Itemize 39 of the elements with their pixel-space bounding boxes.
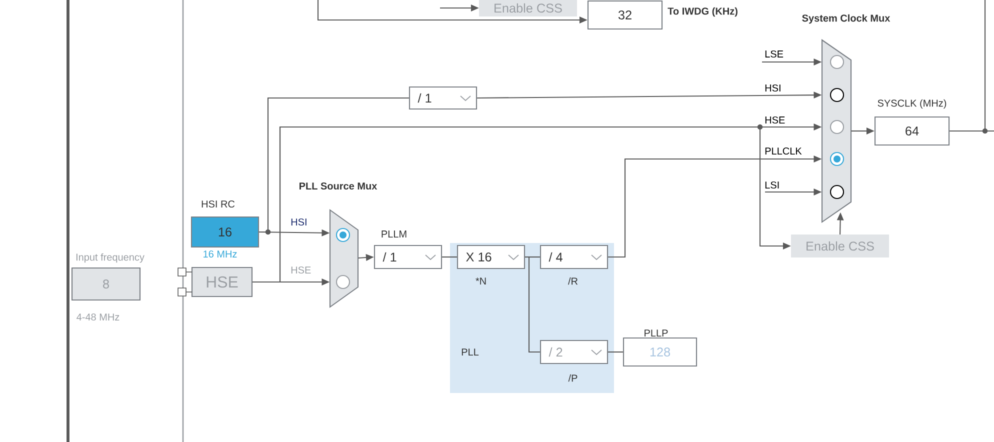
field-label: PLLP <box>644 330 668 336</box>
edge-label: LSI <box>763 180 781 190</box>
oscillator-box: HSE <box>178 266 253 298</box>
dropdown: / 2 <box>540 340 608 364</box>
edge-label: PLLCLK <box>763 146 804 156</box>
field-label: PLL <box>462 348 479 356</box>
button: Enable CSS <box>478 0 578 17</box>
dropdown: / 1 <box>374 244 442 270</box>
field-label: Input frequency <box>76 253 144 263</box>
value-box: 32 <box>587 0 663 30</box>
dropdown: X 16 <box>456 244 526 270</box>
node-label: 4-48 MHz <box>76 313 120 321</box>
value-box: 64 <box>874 116 950 146</box>
value-box: 128 <box>622 337 698 367</box>
value-box: 8 <box>71 267 141 301</box>
connector-line <box>608 351 623 353</box>
edge-label: HSI <box>289 217 309 227</box>
node-label: 16 MHz <box>204 250 237 258</box>
value-box: 16 <box>190 216 260 248</box>
node-label: To IWDG (KHz) <box>668 7 738 17</box>
edge-label: HSI <box>763 83 783 93</box>
field-label: PLLM <box>382 230 406 238</box>
title: PLL Source Mux <box>300 182 378 190</box>
connector-line <box>525 256 540 353</box>
connector-line <box>950 130 994 132</box>
dropdown: / 1 <box>408 86 478 110</box>
field-label: SYSCLK (MHz) <box>878 99 946 109</box>
edge-label: HSE <box>763 115 786 125</box>
title: System Clock Mux <box>802 14 890 24</box>
button: Enable CSS <box>790 234 890 258</box>
node-label: /P <box>568 374 578 382</box>
connector-line <box>442 256 457 258</box>
node-label: *N <box>476 278 486 284</box>
edge-label: LSE <box>763 49 785 59</box>
node-label: /R <box>568 277 578 285</box>
edge-label: HSE <box>289 265 312 275</box>
field-label: HSI RC <box>202 200 235 208</box>
dropdown: / 4 <box>540 244 608 270</box>
connector-line <box>259 97 409 233</box>
